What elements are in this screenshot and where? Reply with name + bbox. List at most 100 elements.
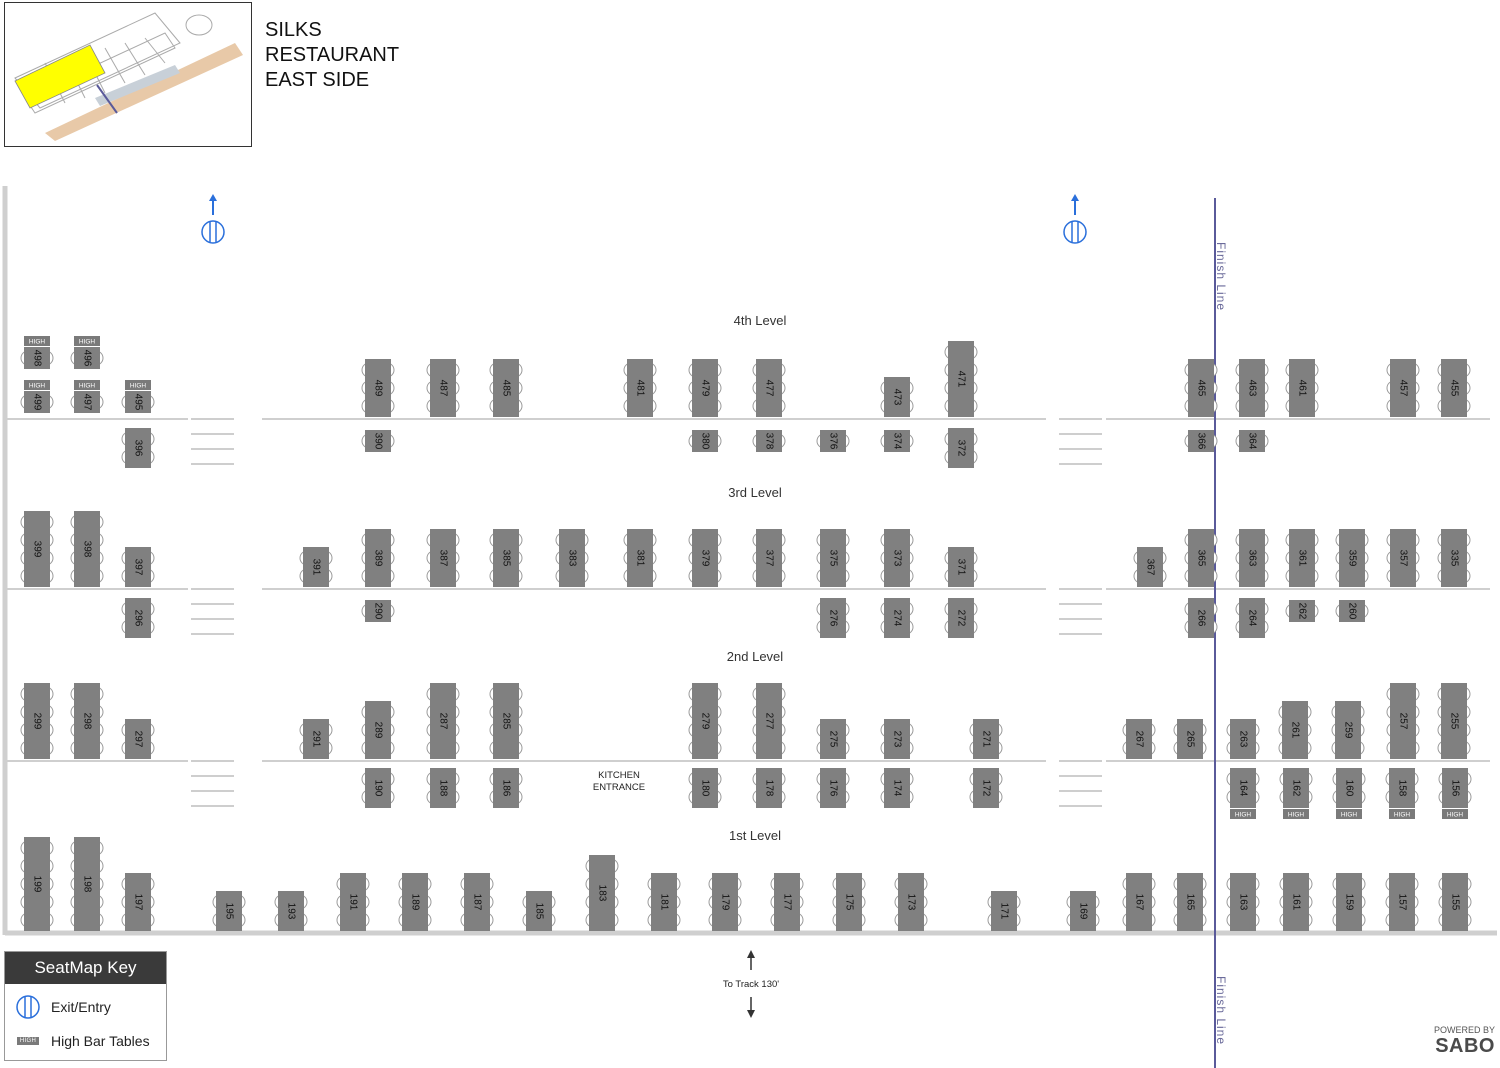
table-261[interactable]: 261: [1278, 701, 1312, 759]
table-391[interactable]: 391: [299, 547, 333, 587]
table-455[interactable]: 455: [1437, 359, 1471, 417]
table-473[interactable]: 473: [880, 377, 914, 417]
table-surface[interactable]: [1441, 359, 1467, 417]
table-surface[interactable]: [125, 719, 151, 759]
table-489[interactable]: 489: [361, 359, 395, 417]
table-262[interactable]: 262: [1285, 600, 1319, 622]
table-surface[interactable]: [493, 359, 519, 417]
table-surface[interactable]: [1289, 600, 1315, 622]
table-387[interactable]: 387: [426, 529, 460, 587]
table-surface[interactable]: [712, 873, 738, 931]
table-surface[interactable]: [1070, 891, 1096, 931]
table-surface[interactable]: [1283, 873, 1309, 931]
table-surface[interactable]: [1230, 768, 1256, 808]
table-165[interactable]: 165: [1173, 873, 1207, 931]
table-267[interactable]: 267: [1122, 719, 1156, 759]
table-surface[interactable]: [1177, 873, 1203, 931]
table-188[interactable]: 188: [426, 768, 460, 808]
table-surface[interactable]: [430, 683, 456, 759]
table-255[interactable]: 255: [1437, 683, 1471, 759]
table-279[interactable]: 279: [688, 683, 722, 759]
table-surface[interactable]: [692, 529, 718, 587]
table-surface[interactable]: [493, 529, 519, 587]
table-surface[interactable]: [1441, 529, 1467, 587]
table-surface[interactable]: [430, 768, 456, 808]
table-surface[interactable]: [1188, 430, 1214, 452]
table-surface[interactable]: [365, 430, 391, 452]
table-177[interactable]: 177: [770, 873, 804, 931]
table-surface[interactable]: [1188, 598, 1214, 638]
table-surface[interactable]: [493, 768, 519, 808]
table-385[interactable]: 385: [489, 529, 523, 587]
table-481[interactable]: 481: [623, 359, 657, 417]
table-381[interactable]: 381: [623, 529, 657, 587]
table-surface[interactable]: [303, 719, 329, 759]
table-surface[interactable]: [365, 600, 391, 622]
table-487[interactable]: 487: [426, 359, 460, 417]
table-289[interactable]: 289: [361, 701, 395, 759]
table-266[interactable]: 266: [1184, 598, 1218, 638]
table-surface[interactable]: [884, 377, 910, 417]
table-surface[interactable]: [1188, 359, 1214, 417]
table-161[interactable]: 161: [1279, 873, 1313, 931]
table-187[interactable]: 187: [460, 873, 494, 931]
table-surface[interactable]: [125, 391, 151, 413]
table-272[interactable]: 272: [944, 598, 978, 638]
exit-entry-icon[interactable]: [1063, 194, 1087, 244]
table-surface[interactable]: [1239, 529, 1265, 587]
table-surface[interactable]: [774, 873, 800, 931]
table-surface[interactable]: [884, 598, 910, 638]
table-surface[interactable]: [1390, 359, 1416, 417]
table-298[interactable]: 298: [70, 683, 104, 759]
table-399[interactable]: 399: [20, 511, 54, 587]
table-174[interactable]: 174: [880, 768, 914, 808]
table-surface[interactable]: [402, 873, 428, 931]
table-185[interactable]: 185: [522, 891, 556, 931]
table-398[interactable]: 398: [70, 511, 104, 587]
table-surface[interactable]: [884, 529, 910, 587]
table-163[interactable]: 163: [1226, 873, 1260, 931]
table-259[interactable]: 259: [1331, 701, 1365, 759]
table-263[interactable]: 263: [1226, 719, 1260, 759]
table-surface[interactable]: [1289, 359, 1315, 417]
table-surface[interactable]: [74, 683, 100, 759]
table-surface[interactable]: [1230, 719, 1256, 759]
table-397[interactable]: 397: [121, 547, 155, 587]
table-surface[interactable]: [24, 391, 50, 413]
table-surface[interactable]: [365, 529, 391, 587]
table-surface[interactable]: [1137, 547, 1163, 587]
table-surface[interactable]: [898, 873, 924, 931]
table-273[interactable]: 273: [880, 719, 914, 759]
table-surface[interactable]: [948, 547, 974, 587]
table-surface[interactable]: [692, 768, 718, 808]
table-surface[interactable]: [820, 529, 846, 587]
table-surface[interactable]: [24, 837, 50, 931]
table-surface[interactable]: [884, 768, 910, 808]
table-surface[interactable]: [589, 855, 615, 931]
table-surface[interactable]: [1339, 529, 1365, 587]
table-479[interactable]: 479: [688, 359, 722, 417]
table-surface[interactable]: [1390, 529, 1416, 587]
table-surface[interactable]: [948, 598, 974, 638]
table-surface[interactable]: [365, 359, 391, 417]
table-surface[interactable]: [125, 547, 151, 587]
table-surface[interactable]: [1442, 768, 1468, 808]
table-surface[interactable]: [74, 347, 100, 369]
table-surface[interactable]: [820, 430, 846, 452]
table-surface[interactable]: [756, 529, 782, 587]
table-366[interactable]: 366: [1184, 430, 1218, 452]
table-175[interactable]: 175: [832, 873, 866, 931]
table-169[interactable]: 169: [1066, 891, 1100, 931]
table-surface[interactable]: [24, 683, 50, 759]
table-surface[interactable]: [884, 430, 910, 452]
table-191[interactable]: 191: [336, 873, 370, 931]
table-surface[interactable]: [756, 359, 782, 417]
table-surface[interactable]: [991, 891, 1017, 931]
table-378[interactable]: 378: [752, 430, 786, 452]
